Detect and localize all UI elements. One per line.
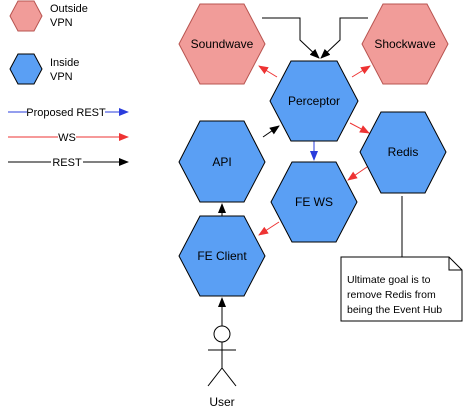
legend-inside-vpn-label-line1: Inside [50,57,79,69]
redis-hexagon[interactable] [359,111,447,194]
note-line-1: Ultimate goal is to [347,274,431,286]
shockwave-hexagon[interactable] [361,3,449,85]
fe-ws-hexagon[interactable] [270,161,358,243]
node-api[interactable]: API [178,120,266,203]
node-fe-client[interactable]: FE Client [178,215,266,297]
node-perceptor[interactable]: Perceptor [269,60,359,142]
legend-inside-vpn-hexagon [9,53,43,85]
edge-redis-to-fews-ws [347,166,368,181]
note-shape[interactable] [340,256,463,322]
legend-rest-label: REST [52,157,82,169]
api-label: API [212,155,231,169]
legend-inside-vpn-label-line2: VPN [50,71,73,83]
legend-proposed-rest-label: Proposed REST [26,107,106,119]
edge-soundwave-to-perceptor-rest [262,17,320,59]
fe-client-hexagon[interactable] [178,215,266,297]
edge-shockwave-to-perceptor-rest [320,17,368,59]
node-redis[interactable]: Redis [359,111,447,194]
note[interactable]: Ultimate goal is to remove Redis from be… [340,256,463,322]
perceptor-hexagon[interactable] [269,60,359,142]
legend-outside-vpn-label-line2: VPN [50,17,73,29]
fe-ws-label: FE WS [295,195,333,209]
actor-user[interactable]: User [207,325,237,409]
perceptor-label: Perceptor [288,94,340,108]
shockwave-label: Shockwave [374,37,436,51]
node-fe-ws[interactable]: FE WS [270,161,358,243]
note-line-2: remove Redis from [347,289,436,301]
node-shockwave[interactable]: Shockwave [361,3,449,85]
redis-label: Redis [388,145,419,159]
soundwave-label: Soundwave [191,37,254,51]
soundwave-hexagon[interactable] [178,3,266,85]
edge-perceptor-to-shockwave-ws [351,65,371,78]
user-label: User [209,395,234,409]
legend: Outside VPN Inside VPN Proposed REST WS … [8,0,129,169]
api-hexagon[interactable] [178,120,266,203]
edge-perceptor-to-soundwave-ws [258,65,278,78]
edge-perceptor-to-redis-ws [349,122,370,134]
edge-api-to-perceptor-rest [262,125,280,138]
legend-ws-label: WS [58,132,76,144]
note-fold [448,257,462,271]
legend-outside-vpn-label-line1: Outside [50,3,88,15]
user-icon[interactable] [207,325,237,387]
node-soundwave[interactable]: Soundwave [178,3,266,85]
edge-fews-to-feclient-ws [258,221,280,236]
edges [218,17,403,326]
legend-outside-vpn-hexagon [9,0,43,32]
note-line-3: being the Event Hub [347,304,442,316]
fe-client-label: FE Client [197,249,247,263]
